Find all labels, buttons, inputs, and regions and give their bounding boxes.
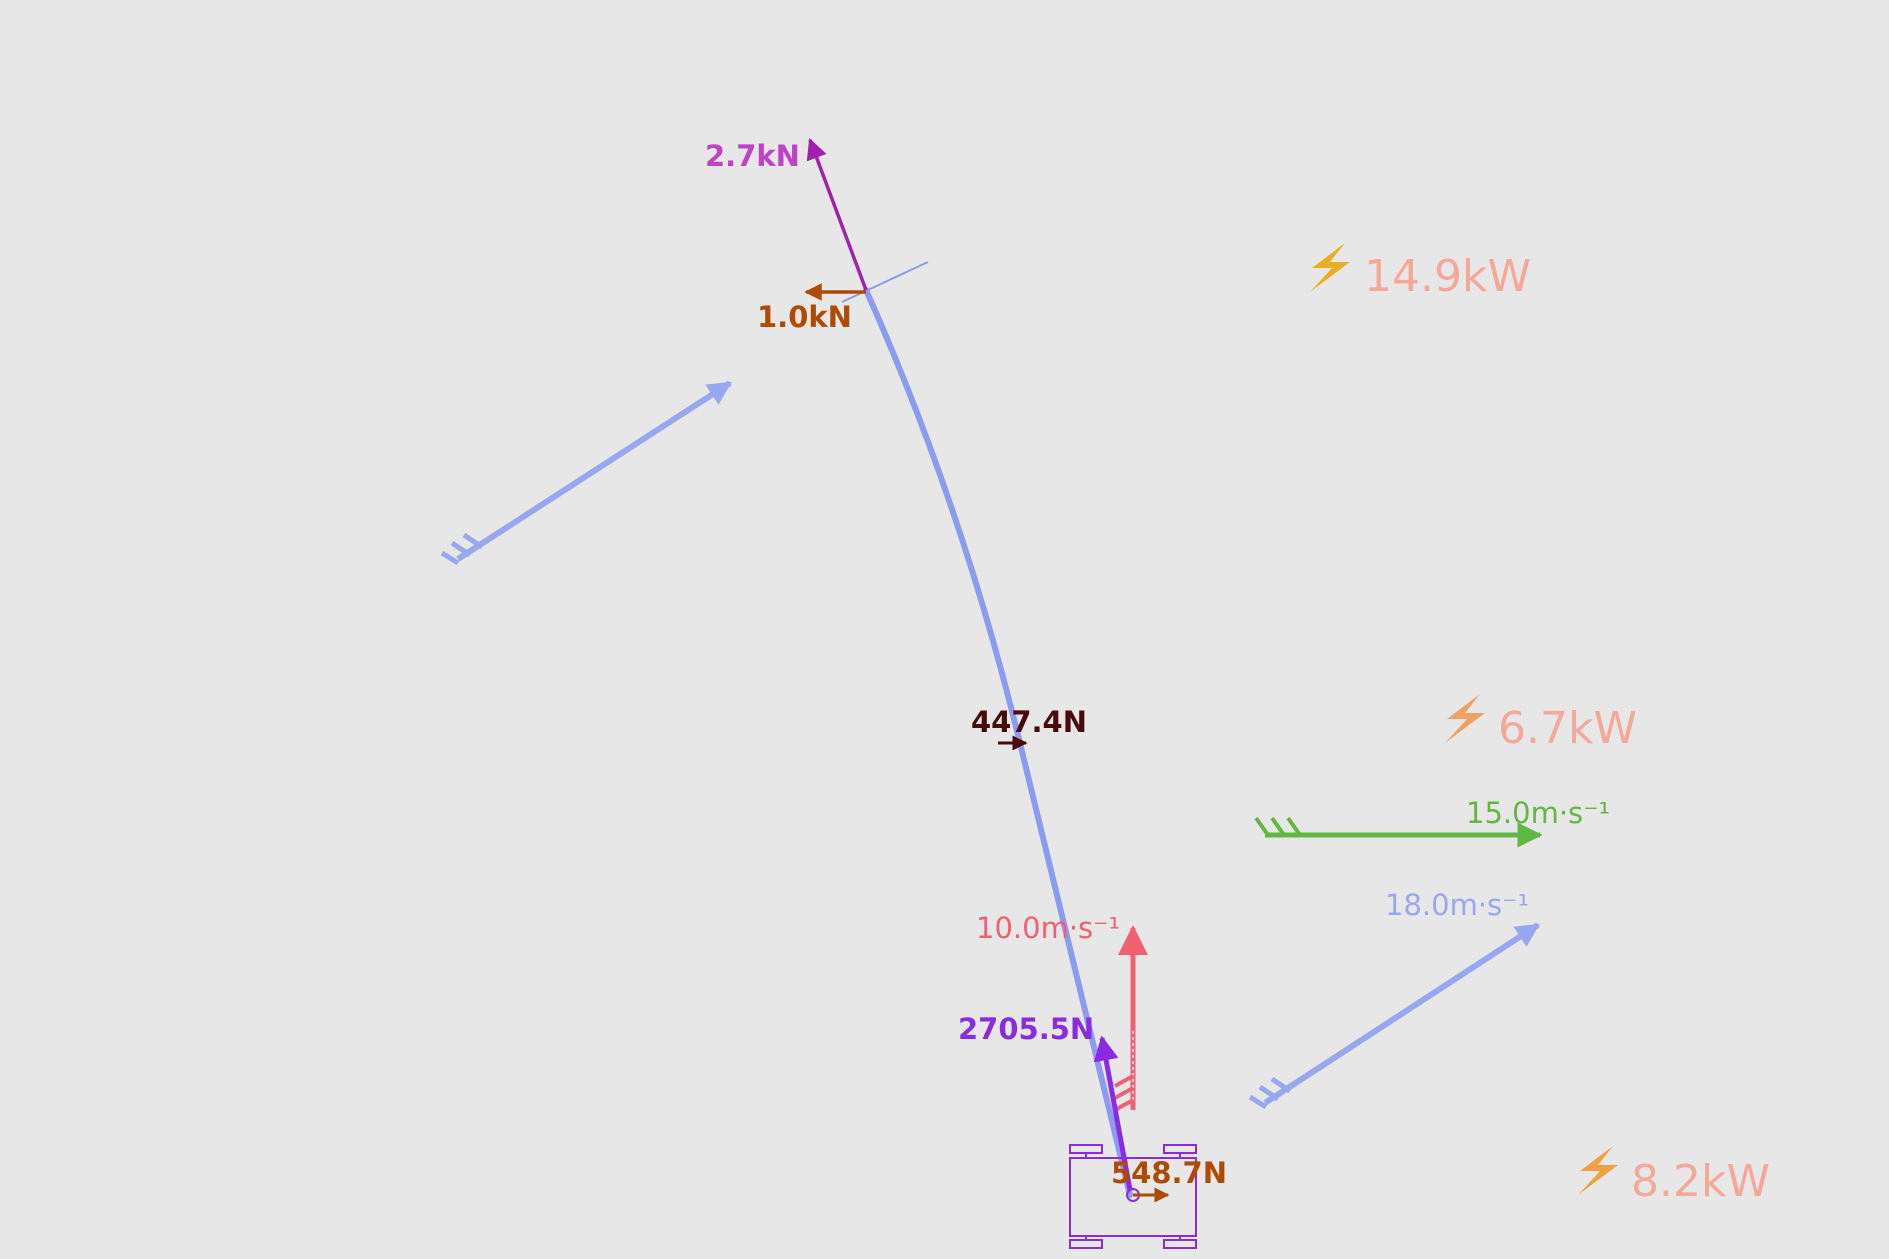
lightning-bolt-icon [1445, 694, 1485, 743]
top-force-arrow [806, 138, 868, 291]
power-middle: 6.7kW [1445, 694, 1637, 754]
ground-wind-label: 15.0m·s⁻¹ [1466, 796, 1610, 830]
wind-barb-arrow-icon [440, 380, 733, 566]
lightning-bolt-icon [1310, 243, 1350, 292]
power-bottom: 8.2kW [1578, 1146, 1770, 1207]
apparent-wind-arrow [1248, 922, 1541, 1110]
power-middle-label: 6.7kW [1498, 703, 1637, 754]
lightning-bolt-icon [1578, 1146, 1618, 1195]
apparent-wind-label: 18.0m·s⁻¹ [1385, 888, 1529, 922]
bottom-tension-label: 2705.5N [958, 1012, 1094, 1046]
ground-drag-label: 548.7N [1111, 1156, 1227, 1190]
vertical-velocity-label: 10.0m·s⁻¹ [976, 911, 1120, 945]
top-force-label: 2.7kN [705, 139, 800, 173]
ground-wind-arrow [1254, 816, 1543, 848]
kite-bridle-line [841, 261, 929, 303]
top-drag-label: 1.0kN [757, 300, 852, 334]
power-bottom-label: 8.2kW [1631, 1156, 1770, 1207]
mid-force-label: 447.4N [971, 705, 1087, 739]
bottom-tension-arrow [1093, 1035, 1133, 1191]
vertical-velocity-barbs [1114, 1074, 1134, 1112]
cart-icon [1069, 1144, 1197, 1249]
power-top: 14.9kW [1310, 243, 1531, 302]
power-top-label: 14.9kW [1364, 251, 1531, 302]
